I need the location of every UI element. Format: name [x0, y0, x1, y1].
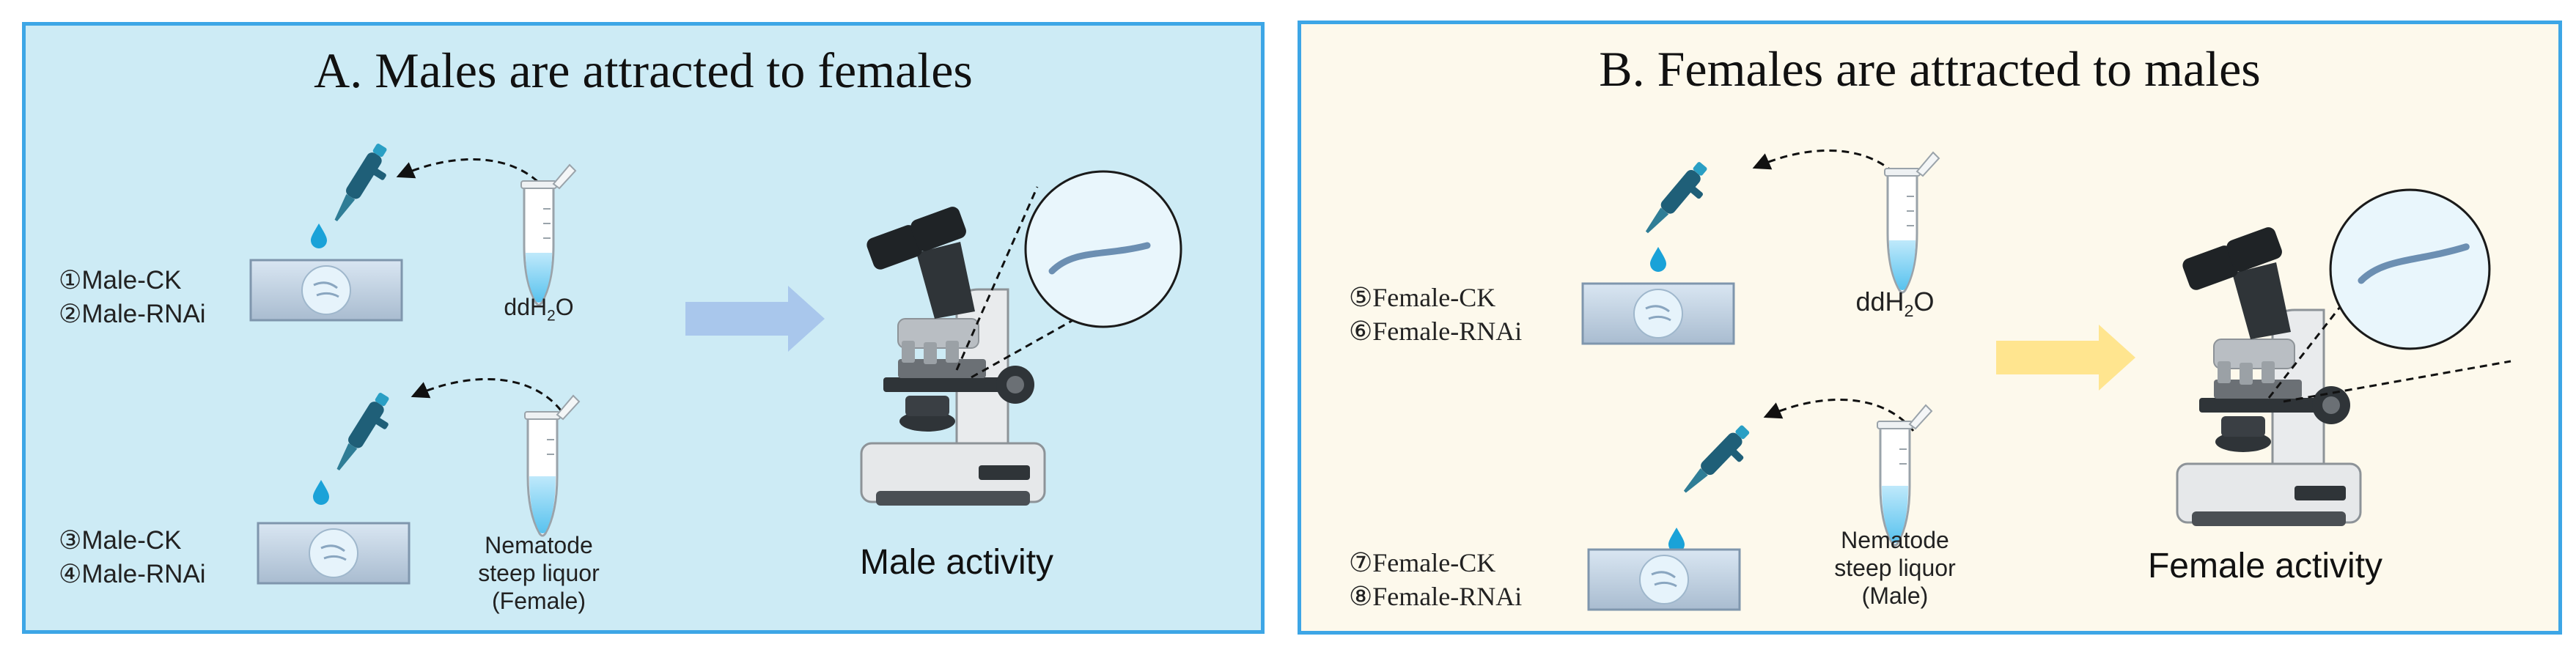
liquid2-line3: (Male) [1861, 583, 1929, 609]
droplet-icon [1650, 247, 1666, 272]
droplet-icon [1668, 528, 1685, 552]
worm-icon [2329, 188, 2491, 350]
liquid2-line3: (Female) [491, 588, 586, 614]
liquid2-label: Nematode steep liquor (Male) [1822, 526, 1968, 610]
panel-b-title: B. Females are attracted to males [1599, 41, 2261, 97]
liquid-ddh2o-label: ddH2O [1855, 287, 1935, 321]
panel-b: B. Females are attracted to males ddH2O … [1298, 21, 2562, 635]
liquid2-line2: steep liquor [1834, 555, 1956, 581]
liquid2-label: Nematode steep liquor (Female) [465, 531, 612, 615]
group1-labels: ①Male-CK ②Male-RNAi [59, 264, 206, 331]
pipette-icon [1645, 162, 1707, 234]
dashed-arrow-icon [411, 377, 562, 411]
group2-labels: ③Male-CK ④Male-RNAi [59, 524, 206, 591]
slide-icon [249, 259, 403, 322]
group1-label-ck: ①Male-CK [59, 266, 182, 295]
slide-icon [1587, 548, 1741, 611]
tube-icon [524, 394, 581, 537]
zoom-lines [955, 186, 1089, 379]
group2-label-rnai: ⑧Female-RNAi [1349, 582, 1523, 611]
microscope-icon [2176, 227, 2362, 526]
dashed-arrow-icon [1763, 398, 1915, 432]
group2-labels: ⑦Female-CK ⑧Female-RNAi [1349, 546, 1522, 613]
group2-label-ck: ⑦Female-CK [1349, 548, 1496, 577]
liquid2-line1: Nematode [1841, 527, 1949, 553]
group2-label-ck: ③Male-CK [59, 526, 182, 555]
panel-a: A. Males are attracted to females ddH2O … [22, 22, 1265, 634]
block-arrow-icon [685, 286, 825, 352]
droplet-icon [313, 480, 329, 505]
pipette-icon [1683, 425, 1750, 493]
liquid2-line2: steep liquor [478, 560, 600, 586]
group1-label-ck: ⑤Female-CK [1349, 283, 1496, 312]
block-arrow-icon [1996, 325, 2135, 391]
liquid2-line1: Nematode [485, 532, 593, 558]
activity-label: Female activity [2147, 547, 2383, 585]
slide-icon [1581, 282, 1735, 345]
group1-label-rnai: ⑥Female-RNAi [1349, 317, 1523, 346]
group2-label-rnai: ④Male-RNAi [59, 560, 206, 588]
liquid-ddh2o-label: ddH2O [504, 294, 574, 325]
dashed-arrow-icon [396, 158, 548, 191]
group1-labels: ⑤Female-CK ⑥Female-RNAi [1349, 281, 1522, 348]
pipette-icon [334, 144, 387, 221]
tube-icon [1884, 151, 1940, 294]
worm-icon [1024, 170, 1182, 328]
tube-icon [520, 163, 577, 306]
microscope-icon [860, 207, 1046, 506]
group1-label-rnai: ②Male-RNAi [59, 300, 206, 328]
droplet-icon [311, 223, 327, 248]
activity-label: Male activity [859, 543, 1054, 582]
panel-a-title: A. Males are attracted to females [314, 42, 973, 98]
slide-icon [257, 522, 411, 585]
tube-icon [1877, 404, 1933, 547]
pipette-icon [336, 393, 389, 470]
